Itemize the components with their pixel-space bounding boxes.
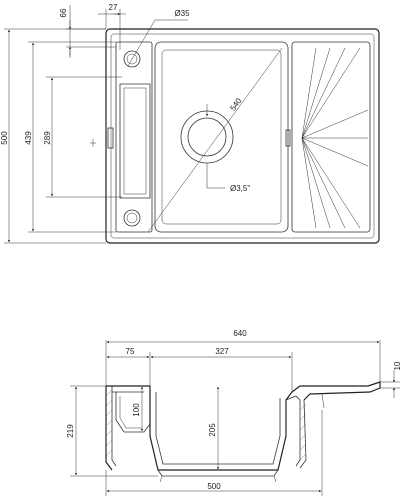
dim-overall-height: 219	[66, 385, 158, 477]
dim-rim-bowl-widths: 75 327	[106, 347, 293, 392]
diagonal-line	[147, 47, 283, 233]
dim-total-depth: 500	[0, 28, 106, 244]
tap-hole-bottom	[123, 209, 141, 227]
drain-outer	[180, 110, 234, 164]
dim-bowl-depth: 439	[24, 41, 116, 233]
dim-drainer-height: 10	[380, 361, 402, 398]
dim-total-width: 640	[105, 329, 381, 392]
dim-500-base-label: 500	[207, 482, 221, 491]
top-view: 66 27 Ø35 540 Ø3,5" 500	[0, 3, 380, 244]
main-bowl	[154, 41, 289, 233]
left-rim-profile	[105, 386, 113, 471]
dim-bowl-height: 205	[208, 386, 220, 470]
dim-o35-label: Ø35	[174, 9, 190, 18]
dim-500-depth-label: 500	[0, 131, 9, 145]
dim-top-margin: 66	[59, 5, 116, 58]
main-bowl-inner	[161, 49, 282, 225]
overflow-hole-top	[123, 50, 141, 68]
section-view: 640 75 327 10	[66, 329, 402, 496]
dim-439-label: 439	[24, 131, 33, 145]
dim-inner-depth: 289	[43, 76, 122, 198]
dim-66-label: 66	[59, 8, 68, 17]
left-strip	[115, 41, 153, 233]
dim-overflow-diameter: Ø35	[127, 9, 190, 67]
overflow-channel	[119, 83, 151, 199]
dim-rim-height: 100	[132, 386, 144, 432]
dim-100-label: 100	[132, 403, 141, 417]
drain-inner	[187, 117, 227, 157]
overflow-hole-top-inner	[126, 53, 138, 65]
drainer-grooves	[301, 47, 369, 229]
dim-27-label: 27	[109, 3, 118, 12]
dim-drain-label: Ø3,5"	[230, 184, 250, 193]
dim-205-label: 205	[208, 423, 217, 437]
dim-219-label: 219	[66, 424, 75, 438]
drainer-area	[291, 41, 371, 233]
dim-75-label: 75	[126, 347, 135, 356]
sink-inner-outline	[110, 33, 375, 239]
dim-540-label: 540	[228, 96, 243, 113]
dim-327-label: 327	[215, 347, 229, 356]
dim-10-label: 10	[393, 361, 402, 370]
dim-640-label: 640	[233, 329, 247, 338]
dim-289-label: 289	[43, 131, 52, 145]
sink-outline	[105, 28, 380, 244]
dim-drain-offset: 27	[98, 3, 126, 50]
bowl-profile-outer	[149, 386, 293, 471]
sink-section	[105, 381, 381, 483]
dim-base-width: 500	[105, 410, 323, 496]
tap-hole-bottom-inner	[126, 212, 138, 224]
